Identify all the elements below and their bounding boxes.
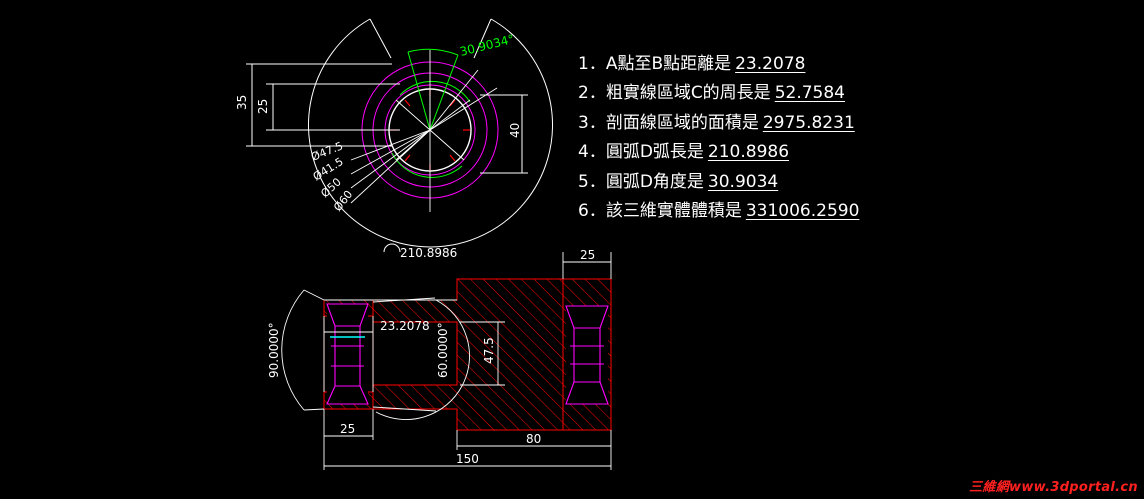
- dim-35-label: 35: [235, 95, 249, 110]
- dim-ab-label: 23.2078: [380, 319, 430, 333]
- answer-label: 1．A點至B點距離是: [578, 54, 732, 74]
- angle-label: 30.9034°: [458, 32, 515, 59]
- top-view: 210.8986: [235, 18, 553, 260]
- answer-value: 52.7584: [774, 83, 845, 104]
- left-groove: [326, 303, 369, 405]
- answer-value: 23.2078: [735, 54, 806, 74]
- answer-label: 4．圓弧D弧長是: [578, 142, 704, 163]
- answer-label: 6．該三維實體體積是: [578, 200, 742, 221]
- answer-value: 210.8986: [707, 142, 790, 163]
- dim-35: [246, 63, 392, 147]
- dim-150-label: 150: [456, 452, 479, 466]
- dim-40: [480, 94, 528, 174]
- answer-value: 331006.2590: [745, 200, 860, 221]
- arc-d: [308, 18, 553, 248]
- answer-label: 2．粗實線區域C的周長是: [578, 83, 771, 104]
- dim-60deg-label: 60.0000°: [436, 322, 450, 378]
- dim-25-top-label: 25: [580, 248, 595, 262]
- green-sectors: [391, 48, 471, 178]
- dim-25-bottom-label: 25: [340, 422, 355, 436]
- answer-label: 3．剖面線區域的面積是: [578, 112, 759, 133]
- answer-value: 30.9034: [707, 171, 779, 192]
- dim-80-label: 80: [526, 432, 541, 446]
- arc-length-label: 210.8986: [400, 246, 457, 260]
- right-hub: [562, 278, 612, 431]
- construction-lines: [281, 252, 612, 470]
- dim-25: [266, 83, 400, 131]
- watermark: 三維網www.3dportal.cn: [969, 480, 1138, 495]
- right-groove: [565, 305, 609, 405]
- arc-90: [281, 289, 305, 411]
- answer-value: 2975.8231: [762, 112, 855, 133]
- answer-label: 5．圓弧D角度是: [578, 171, 704, 192]
- dim-40-label: 40: [508, 123, 522, 138]
- section-view: 23.2078 90.0000° 60.0000° 47.5 25 25 80 …: [267, 248, 612, 470]
- dim-90deg-label: 90.0000°: [267, 322, 281, 378]
- dim-47-5-label: 47.5: [482, 337, 496, 364]
- dim-25-label: 25: [256, 99, 270, 114]
